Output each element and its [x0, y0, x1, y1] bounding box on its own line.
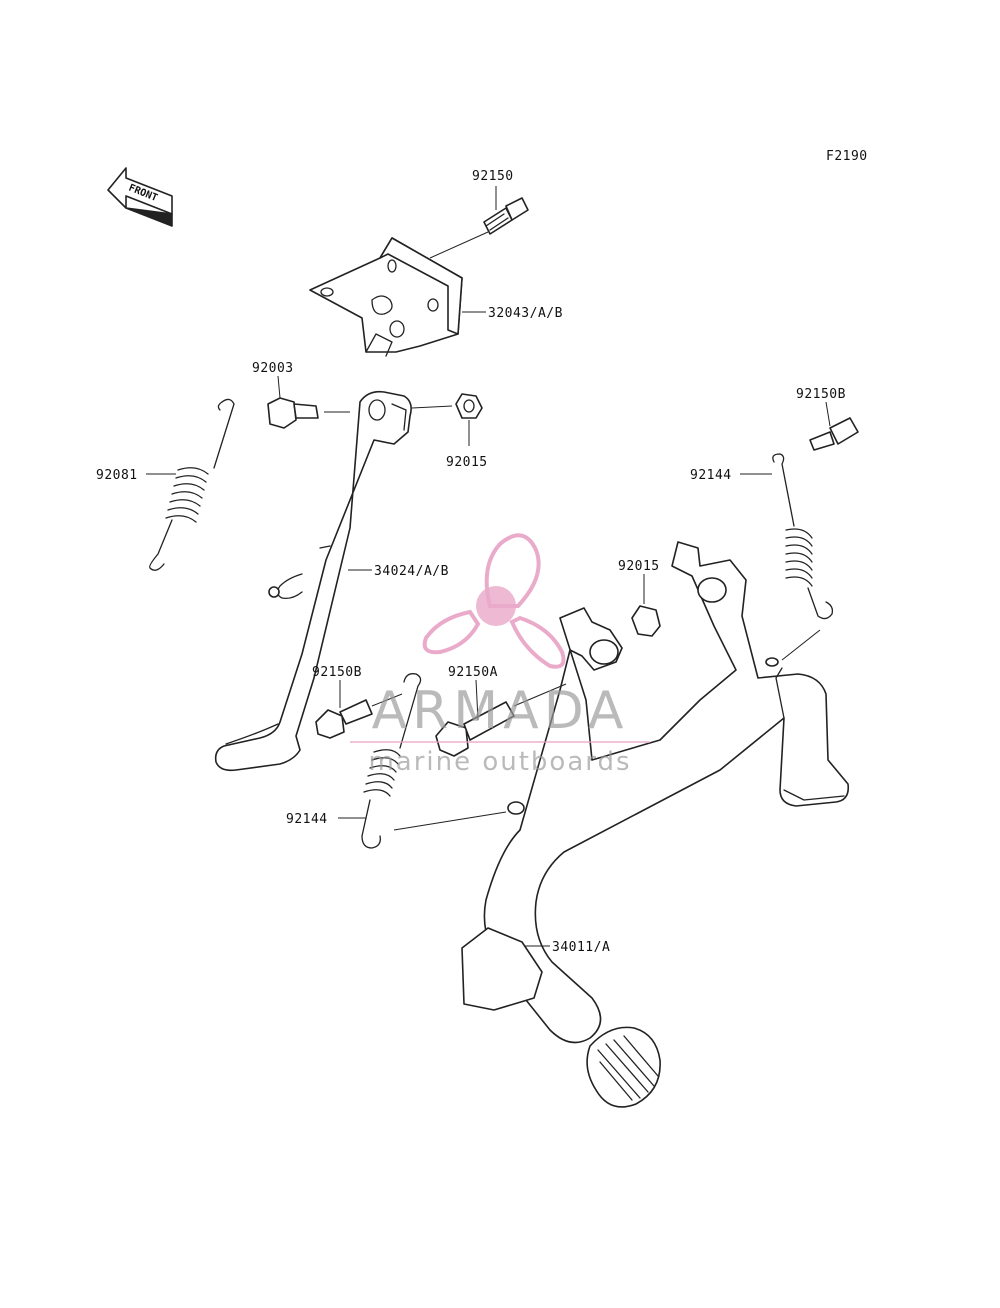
spring-92144-left-icon — [361, 673, 422, 849]
bracket-32043-icon — [309, 237, 463, 357]
propeller-logo-icon — [422, 533, 566, 669]
front-arrow-icon: FRONT — [107, 167, 173, 227]
side-stand-34024-icon — [214, 390, 412, 772]
bolt-92150b-right-icon — [809, 417, 859, 451]
nut-92015-center-icon — [631, 605, 661, 637]
pivot-bolt-92003-icon — [267, 397, 319, 429]
callout-92144-left: 92144 — [286, 812, 328, 827]
callout-92150-top: 92150 — [472, 169, 514, 184]
center-stand-34011-icon — [461, 541, 850, 1108]
callout-92150b-left: 92150B — [312, 665, 362, 680]
callout-34011: 34011/A — [552, 940, 610, 955]
bolt-92150a-center-icon — [435, 701, 515, 757]
callout-92015-side: 92015 — [446, 455, 488, 470]
callout-92003: 92003 — [252, 361, 294, 376]
callout-34024: 34024/A/B — [374, 564, 449, 579]
callout-92081: 92081 — [96, 468, 138, 483]
figure-code: F2190 — [826, 149, 868, 164]
watermark-brand: ARMADA — [372, 681, 629, 741]
spring-92081-icon — [149, 398, 235, 571]
callout-92150b-right: 92150B — [796, 387, 846, 402]
bolt-92150b-left-icon — [315, 699, 373, 739]
callout-92144-right: 92144 — [690, 468, 732, 483]
callout-92015-center: 92015 — [618, 559, 660, 574]
watermark-tagline: marine outboards — [368, 747, 631, 777]
bolt-92150-icon — [483, 197, 529, 235]
watermark-logo: ARMADA marine outboards — [350, 533, 650, 777]
callout-92150a: 92150A — [448, 665, 498, 680]
spring-92144-right-icon — [772, 453, 834, 620]
nut-92015-side-icon — [455, 393, 483, 419]
callout-32043: 32043/A/B — [488, 306, 563, 321]
